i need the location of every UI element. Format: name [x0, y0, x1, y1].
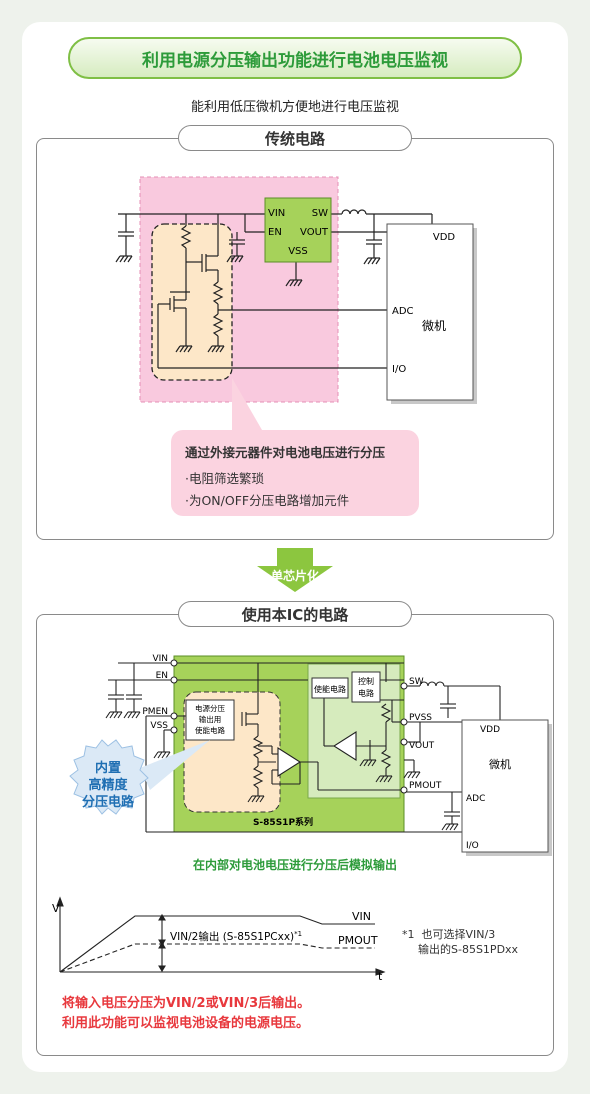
- mcu2-vdd: VDD: [480, 725, 500, 735]
- transition-label: 单芯片化: [270, 569, 319, 583]
- ic-pin-en: EN: [268, 227, 282, 238]
- callout-pointer: [140, 740, 210, 790]
- wave-x-axis-label: t: [378, 970, 383, 983]
- note-title: 通过外接元器件对电池电压进行分压: [185, 445, 386, 460]
- divider-area: [151, 223, 233, 381]
- pin-vout: VOUT: [409, 741, 435, 751]
- mcu2-adc: ADC: [466, 794, 485, 804]
- mcu2-name: 微机: [489, 757, 511, 771]
- enable-circuit-block: [311, 677, 349, 699]
- ic-pin-sw: SW: [312, 208, 328, 219]
- page-title: 利用电源分压输出功能进行电池电压监视: [68, 37, 522, 79]
- mcu-adc: ADC: [392, 306, 414, 317]
- divider-label-line2: 输出用: [199, 714, 222, 724]
- pin-vss: VSS: [150, 721, 168, 731]
- divider-label-line1: 电源分压: [195, 703, 225, 713]
- mcu-name: 微机: [422, 319, 446, 333]
- mcu-box: [386, 223, 474, 401]
- new-circuit-section-label: 使用本IC的电路: [178, 601, 412, 627]
- pin-en: EN: [156, 671, 168, 681]
- page-subtitle: 能利用低压微机方便地进行电压监视: [190, 100, 399, 115]
- callout-line2: 高精度: [88, 777, 128, 793]
- callout-line1: 内置: [95, 760, 121, 776]
- note-pointer: [232, 378, 262, 430]
- regulator-ic: [264, 197, 332, 263]
- note-item-1: ·电阻筛选繁琐: [185, 471, 264, 486]
- wave-y-axis-label: V: [52, 902, 60, 915]
- pin-sw: SW: [409, 677, 424, 687]
- callout-line3: 分压电路: [82, 794, 135, 810]
- note-box: [171, 430, 419, 516]
- pin-vin: VIN: [152, 654, 168, 664]
- mcu2-box: [461, 719, 549, 853]
- enable-circuit-label: 使能电路: [314, 684, 346, 694]
- wave-annotation: VIN/2输出 (S-85S1PCxx)*1: [170, 930, 302, 943]
- ic-pin-vin: VIN: [268, 208, 285, 219]
- traditional-section-label: 传统电路: [178, 125, 412, 151]
- waveform-chart: V t VIN PMOUT VIN/2输出 (S-85S1PCxx)*1: [52, 896, 386, 983]
- mcu-vdd: VDD: [433, 232, 456, 243]
- control-label-line2: 电路: [358, 688, 374, 698]
- control-circuit-block: [351, 671, 381, 703]
- transition-arrow: [257, 548, 333, 592]
- divider-enable-block: [185, 699, 235, 741]
- mcu-io: I/O: [392, 364, 406, 375]
- pin-pmen: PMEN: [142, 707, 168, 717]
- pin-pmout: PMOUT: [409, 781, 442, 791]
- footnote: *1 也可选择VIN/3 输出的S-85S1PDxx: [402, 928, 519, 956]
- chip-name: S-85S1P系列: [253, 816, 313, 828]
- traditional-circuit-diagram: VIN SW EN VOUT VSS VDD ADC 微机 I/O: [115, 176, 477, 430]
- mcu2-io: I/O: [466, 841, 479, 851]
- wave-vin-label: VIN: [352, 910, 371, 923]
- new-circuit-diagram: VIN EN PMEN VSS SW PVSS VOUT PMOUT 使能电路 …: [69, 654, 552, 856]
- pin-pvss: PVSS: [409, 713, 432, 723]
- control-label-line1: 控制: [358, 676, 374, 686]
- new-circuit-caption: 在内部对电池电压进行分压后模拟输出: [192, 858, 397, 872]
- summary-line-2: 利用此功能可以监视电池设备的电源电压。: [62, 1016, 310, 1031]
- divider-label-line3: 使能电路: [195, 725, 225, 735]
- ic-pin-vout: VOUT: [300, 227, 329, 238]
- note-item-2: ·为ON/OFF分压电路增加元件: [185, 493, 350, 508]
- wave-pmout-label: PMOUT: [338, 934, 378, 947]
- summary-line-1: 将输入电压分压为VIN/2或VIN/3后输出。: [62, 996, 311, 1011]
- callout-burst: [69, 739, 149, 815]
- ic-pin-vss: VSS: [288, 246, 308, 257]
